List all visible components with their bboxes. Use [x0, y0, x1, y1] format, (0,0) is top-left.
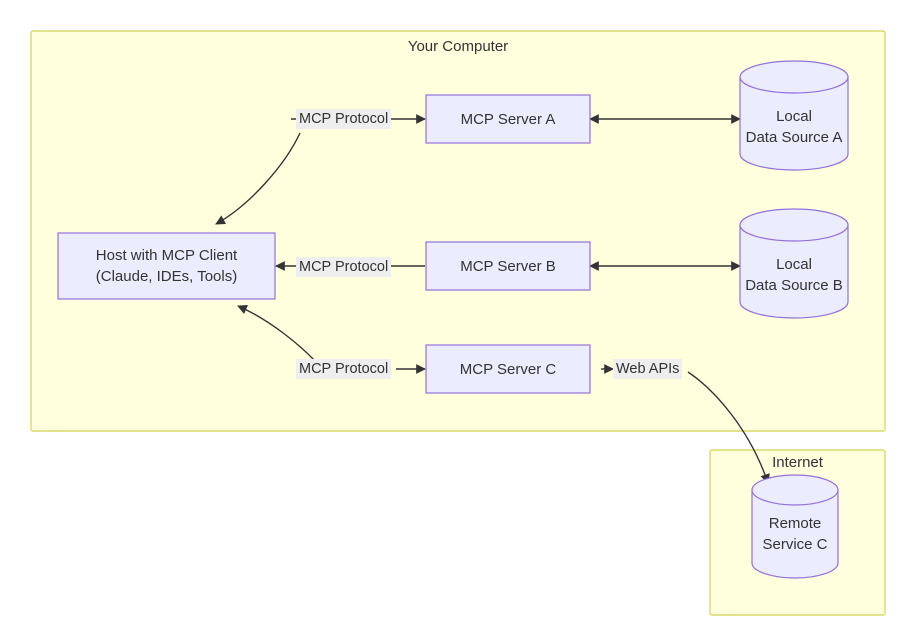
edge-label-host-server-b: MCP Protocol [296, 257, 392, 277]
cluster-your-computer [30, 30, 886, 432]
node-data-b[interactable] [739, 208, 849, 319]
edge-label-host-server-c: MCP Protocol [296, 359, 392, 379]
cluster-title-internet: Internet [772, 454, 823, 471]
node-server-c[interactable] [425, 344, 591, 394]
cluster-title-your-computer: Your Computer [407, 38, 509, 55]
edge-host-server-c [237, 305, 317, 363]
node-remote-c[interactable] [751, 474, 839, 579]
node-data-a[interactable] [739, 60, 849, 171]
edge-host-server-a [215, 132, 301, 225]
edge-label-server-c-remote-c: Web APIs [613, 359, 683, 379]
node-host[interactable] [57, 232, 276, 300]
node-server-b[interactable] [425, 241, 591, 291]
node-server-a[interactable] [425, 94, 591, 144]
edge-server-c-remote-c-curve [687, 371, 770, 484]
edge-label-host-server-a: MCP Protocol [296, 109, 392, 129]
